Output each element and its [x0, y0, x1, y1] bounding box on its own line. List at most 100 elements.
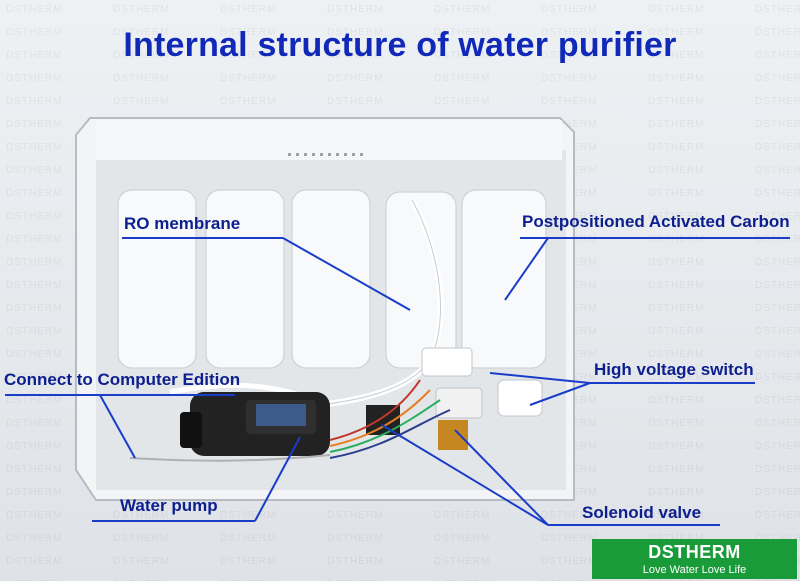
watermark-text: DSTHERM: [6, 257, 63, 268]
watermark-text: DSTHERM: [6, 119, 63, 130]
watermark-text: DSTHERM: [541, 533, 598, 544]
watermark-text: DSTHERM: [220, 27, 277, 38]
watermark-text: DSTHERM: [541, 4, 598, 15]
watermark-text: DSTHERM: [6, 165, 63, 176]
watermark-text: DSTHERM: [434, 73, 491, 84]
watermark-text: DSTHERM: [327, 510, 384, 521]
watermark-text: DSTHERM: [327, 556, 384, 567]
watermark-text: DSTHERM: [755, 27, 800, 38]
watermark-text: DSTHERM: [541, 96, 598, 107]
watermark-text: DSTHERM: [327, 73, 384, 84]
watermark-text: DSTHERM: [113, 73, 170, 84]
page-title: Internal structure of water purifier: [123, 26, 677, 64]
watermark-text: DSTHERM: [648, 441, 705, 452]
watermark-text: DSTHERM: [755, 326, 800, 337]
watermark-text: DSTHERM: [220, 50, 277, 61]
watermark-text: DSTHERM: [648, 349, 705, 360]
watermark-text: DSTHERM: [648, 96, 705, 107]
watermark-text: DSTHERM: [755, 280, 800, 291]
watermark-text: DSTHERM: [755, 234, 800, 245]
watermark-text: DSTHERM: [648, 257, 705, 268]
watermark-text: DSTHERM: [6, 188, 63, 199]
watermark-text: DSTHERM: [113, 4, 170, 15]
watermark-text: DSTHERM: [648, 303, 705, 314]
watermark-text: DSTHERM: [6, 303, 63, 314]
watermark-text: DSTHERM: [648, 188, 705, 199]
watermark-text: DSTHERM: [648, 211, 705, 222]
water-pump: [180, 392, 330, 456]
watermark-text: DSTHERM: [6, 579, 62, 581]
watermark-text: DSTHERM: [220, 73, 277, 84]
control-components: [366, 347, 543, 450]
watermark-text: DSTHERM: [541, 50, 598, 61]
watermark-text: DSTHERM: [113, 27, 170, 38]
watermark-text: DSTHERM: [220, 533, 277, 544]
label-high-voltage-switch: High voltage switch: [594, 360, 754, 379]
watermark-text: DSTHERM: [6, 510, 63, 521]
watermark-text: DSTHERM: [755, 441, 800, 452]
watermark-text: DSTHERM: [755, 372, 800, 383]
watermark-text: DSTHERM: [648, 533, 704, 544]
watermark-text: DSTHERM: [755, 188, 800, 199]
watermark-text: DSTHERM: [6, 441, 63, 452]
watermark-text: DSTHERM: [434, 4, 491, 15]
watermark-text: DSTHERM: [113, 533, 170, 544]
brand-logo: DSTHERM Love Water Love Life: [592, 539, 797, 579]
watermark-text: DSTHERM: [755, 395, 800, 406]
leader-lines: [5, 237, 790, 526]
logo-tagline: Love Water Love Life: [642, 564, 747, 576]
watermark-text: DSTHERM: [6, 464, 63, 475]
watermark-text: DSTHERM: [755, 303, 800, 314]
watermark-text: DSTHERM: [6, 372, 63, 383]
watermark-text: DSTHERM: [6, 280, 63, 291]
watermark-text: DSTHERM: [434, 27, 491, 38]
watermark-text: DSTHERM: [648, 142, 705, 153]
label-water-pump: Water pump: [120, 496, 218, 515]
watermark-text: DSTHERM: [113, 96, 170, 107]
watermark-text: DSTHERM: [648, 234, 705, 245]
watermark-text: DSTHERM: [113, 556, 170, 567]
watermark-text: DSTHERM: [755, 96, 800, 107]
watermark-text: DSTHERM: [220, 4, 277, 15]
watermark-text: DSTHERM: [755, 533, 800, 544]
vent-holes: [288, 153, 363, 156]
watermark-text: DSTHERM: [6, 487, 63, 498]
watermark-text: DSTHERM: [220, 510, 277, 521]
watermark-text: DSTHERM: [327, 50, 384, 61]
watermark-text: DSTHERM: [6, 50, 63, 61]
watermark-text: DSTHERM: [220, 96, 277, 107]
watermark-text: DSTHERM: [541, 119, 598, 130]
watermark-text: DSTHERM: [755, 119, 800, 130]
watermark-text: DSTHERM: [6, 395, 63, 406]
watermark-text: DSTHERM: [755, 418, 800, 429]
watermark-text: DSTHERM: [755, 73, 800, 84]
watermark-text: DSTHERM: [434, 50, 491, 61]
watermark-text: DSTHERM: [541, 579, 597, 581]
watermark-text: DSTHERM: [6, 142, 63, 153]
watermark-text: DSTHERM: [6, 96, 63, 107]
watermark-text: DSTHERM: [648, 119, 705, 130]
watermark-text: DSTHERM: [220, 579, 276, 581]
watermark-text: DSTHERM: [6, 556, 63, 567]
watermark-text: DSTHERM: [648, 510, 705, 521]
watermark-text: DSTHERM: [434, 556, 491, 567]
watermark-text: DSTHERM: [648, 280, 705, 291]
watermark-text: DSTHERM: [434, 510, 491, 521]
label-solenoid-valve: Solenoid valve: [582, 503, 702, 522]
watermark-text: DSTHERM: [327, 4, 384, 15]
watermark-text: DSTHERM: [648, 418, 705, 429]
watermark-text: DSTHERM: [755, 464, 800, 475]
watermark-text: DSTHERM: [6, 73, 63, 84]
watermark-text: DSTHERM: [648, 73, 705, 84]
tube-white-2: [169, 382, 301, 398]
watermark-text: DSTHERM: [648, 487, 705, 498]
watermark-text: DSTHERM: [327, 579, 383, 581]
wires: [129, 379, 451, 462]
watermark-text: DSTHERM: [648, 326, 705, 337]
label-ro-membrane: RO membrane: [124, 214, 241, 233]
watermark-text: DSTHERM: [541, 73, 598, 84]
watermark-text: DSTHERM: [755, 579, 800, 581]
watermark-text: DSTHERM: [327, 27, 384, 38]
